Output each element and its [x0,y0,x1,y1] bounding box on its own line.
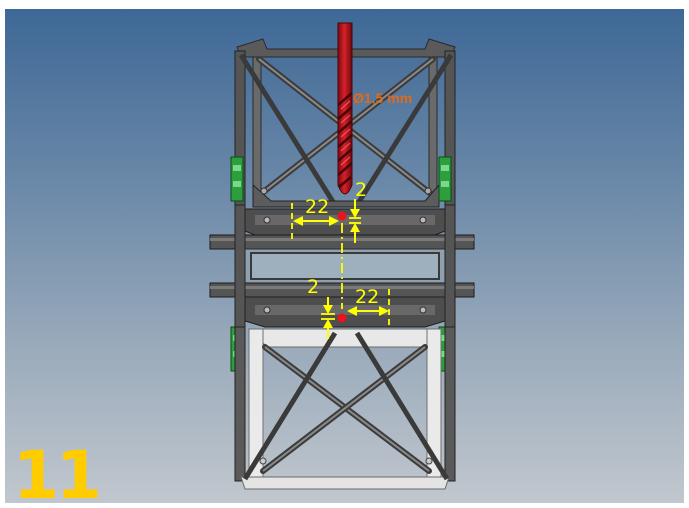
step-number: 11 [13,437,102,504]
frame-assembly-drawing: 22 2 2 22 Ø1,5 mm [209,22,475,490]
lower-horizontal-dimension: 22 [355,286,379,308]
lower-vertical-dimension: 2 [307,276,319,298]
cad-viewport: 22 2 2 22 Ø1,5 mm 11 [5,9,684,503]
drill-bit [337,22,353,195]
lower-cage [234,326,456,490]
lower-drill-point-marker [337,313,347,323]
dimension-annotations: 22 2 2 22 [291,179,390,339]
drill-diameter-label: Ø1,5 mm [353,90,412,106]
upper-drill-point-marker [337,211,347,221]
upper-vertical-dimension: 2 [355,179,367,201]
upper-cage [234,38,456,242]
upper-horizontal-dimension: 22 [305,196,329,218]
